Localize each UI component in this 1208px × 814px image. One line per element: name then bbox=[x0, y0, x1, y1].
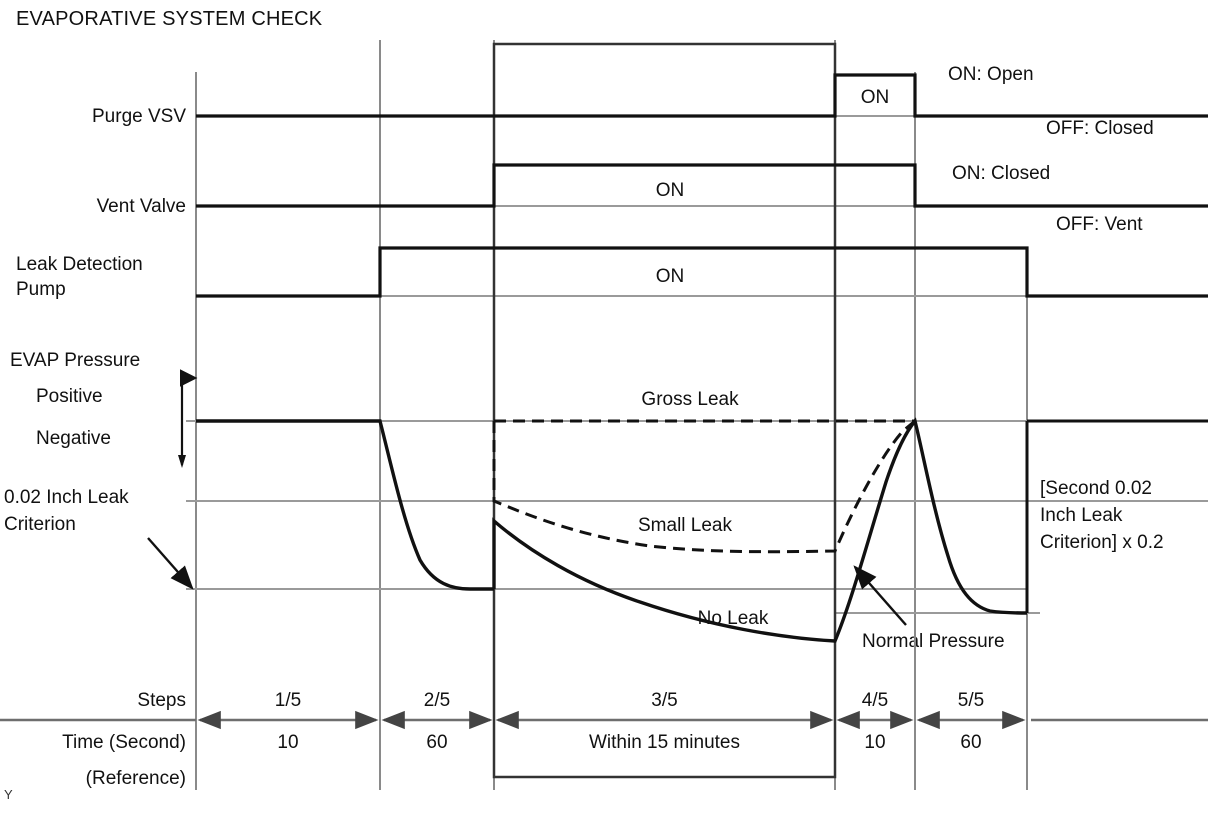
step3-region-box bbox=[492, 42, 837, 779]
time-cell-2: 60 bbox=[426, 732, 448, 753]
step-cell-4: 4/5 bbox=[861, 690, 889, 711]
row-label-leak-pump-line1: Leak Detection bbox=[16, 254, 143, 275]
curve-label-gross-leak: Gross Leak bbox=[641, 389, 739, 410]
curve-label-small-leak: Small Leak bbox=[638, 515, 732, 536]
row-label-leak-pump-line2: Pump bbox=[16, 279, 66, 300]
corner-mark: Y bbox=[4, 787, 13, 802]
waveform-vent-valve bbox=[196, 163, 1208, 208]
curve-no-leak bbox=[196, 417, 1028, 643]
waveform-leak-detection-pump bbox=[196, 246, 1208, 298]
grid-vertical-lines bbox=[195, 40, 1028, 790]
page-title: EVAPORATIVE SYSTEM CHECK bbox=[16, 8, 323, 30]
time-cell-4: 10 bbox=[864, 732, 886, 753]
step-cell-1: 1/5 bbox=[274, 690, 302, 711]
row-label-vent-valve: Vent Valve bbox=[96, 196, 186, 217]
normal-pressure-leader-arrow bbox=[853, 565, 907, 626]
waveform-label-vent-on: ON bbox=[655, 180, 685, 201]
legend-purge-on: ON: Open bbox=[948, 64, 1034, 85]
right-annotation-line1: [Second 0.02 bbox=[1040, 478, 1152, 499]
waveform-purge-vsv bbox=[196, 73, 1208, 118]
row-label-time-reference: (Reference) bbox=[85, 768, 186, 789]
right-annotation-line3: Criterion] x 0.2 bbox=[1040, 532, 1164, 553]
row-label-time: Time (Second) bbox=[62, 732, 186, 753]
time-cell-5: 60 bbox=[960, 732, 982, 753]
waveform-label-pump-on: ON bbox=[655, 266, 685, 287]
legend-vent-on: ON: Closed bbox=[952, 163, 1051, 184]
time-cell-3: Within 15 minutes bbox=[588, 732, 740, 753]
grid-horizontal-lines bbox=[186, 115, 1208, 614]
criterion-label-line1: 0.02 Inch Leak bbox=[4, 487, 129, 508]
criterion-label-line2: Criterion bbox=[4, 514, 76, 535]
row-label-negative: Negative bbox=[36, 428, 111, 449]
criterion-leader-arrow bbox=[147, 537, 194, 590]
step-cell-5: 5/5 bbox=[957, 690, 985, 711]
waveform-label-purge-on: ON bbox=[860, 87, 890, 108]
right-annotation-line2: Inch Leak bbox=[1040, 505, 1123, 526]
time-cell-1: 10 bbox=[277, 732, 299, 753]
step-cell-3: 3/5 bbox=[651, 690, 678, 711]
step-cell-2: 2/5 bbox=[423, 690, 451, 711]
second-criterion-bracket bbox=[1025, 419, 1208, 613]
row-label-purge-vsv: Purge VSV bbox=[92, 106, 186, 127]
row-label-positive: Positive bbox=[36, 386, 103, 407]
curve-small-leak bbox=[492, 419, 916, 554]
legend-vent-off: OFF: Vent bbox=[1056, 214, 1143, 235]
row-label-steps: Steps bbox=[137, 690, 186, 711]
curve-label-normal-pressure: Normal Pressure bbox=[862, 631, 1005, 652]
legend-purge-off: OFF: Closed bbox=[1046, 118, 1154, 139]
row-label-evap-pressure: EVAP Pressure bbox=[10, 350, 141, 371]
positive-negative-arrow bbox=[178, 369, 198, 468]
